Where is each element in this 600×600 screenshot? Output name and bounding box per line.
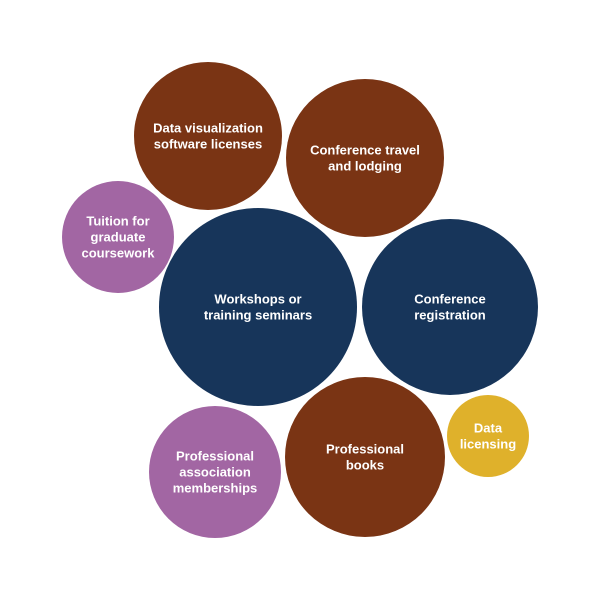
bubble-label-line: Workshops or	[214, 292, 301, 307]
bubble-conference-travel-and-lodging	[286, 79, 444, 237]
bubble-label-line: Conference travel	[310, 143, 420, 158]
bubble-data-licensing	[447, 395, 529, 477]
bubble-label-line: training seminars	[204, 308, 312, 323]
bubble-label-line: registration	[414, 308, 486, 323]
bubble-label-line: association	[179, 465, 251, 480]
bubble-label-line: software licenses	[154, 137, 262, 152]
bubble-professional-books	[285, 377, 445, 537]
bubble-label-line: coursework	[82, 246, 156, 261]
bubble-label-line: graduate	[91, 230, 146, 245]
bubble-label-line: licensing	[460, 437, 516, 452]
bubble-label-line: Professional	[326, 442, 404, 457]
bubble-label-line: Professional	[176, 449, 254, 464]
bubble-professional-association-memberships	[149, 406, 281, 538]
bubble-tuition-for-graduate-coursework	[62, 181, 174, 293]
bubble-workshops-or-training-seminars	[159, 208, 357, 406]
bubble-label-line: Data	[474, 421, 503, 436]
bubble-label-line: Data visualization	[153, 121, 263, 136]
bubble-data-visualization-software-licenses	[134, 62, 282, 210]
bubble-label-line: Tuition for	[86, 214, 149, 229]
bubble-label-line: books	[346, 458, 384, 473]
bubble-label-line: and lodging	[328, 159, 402, 174]
bubble-conference-registration	[362, 219, 538, 395]
bubble-label-line: memberships	[173, 481, 258, 496]
bubble-label-line: Conference	[414, 292, 486, 307]
